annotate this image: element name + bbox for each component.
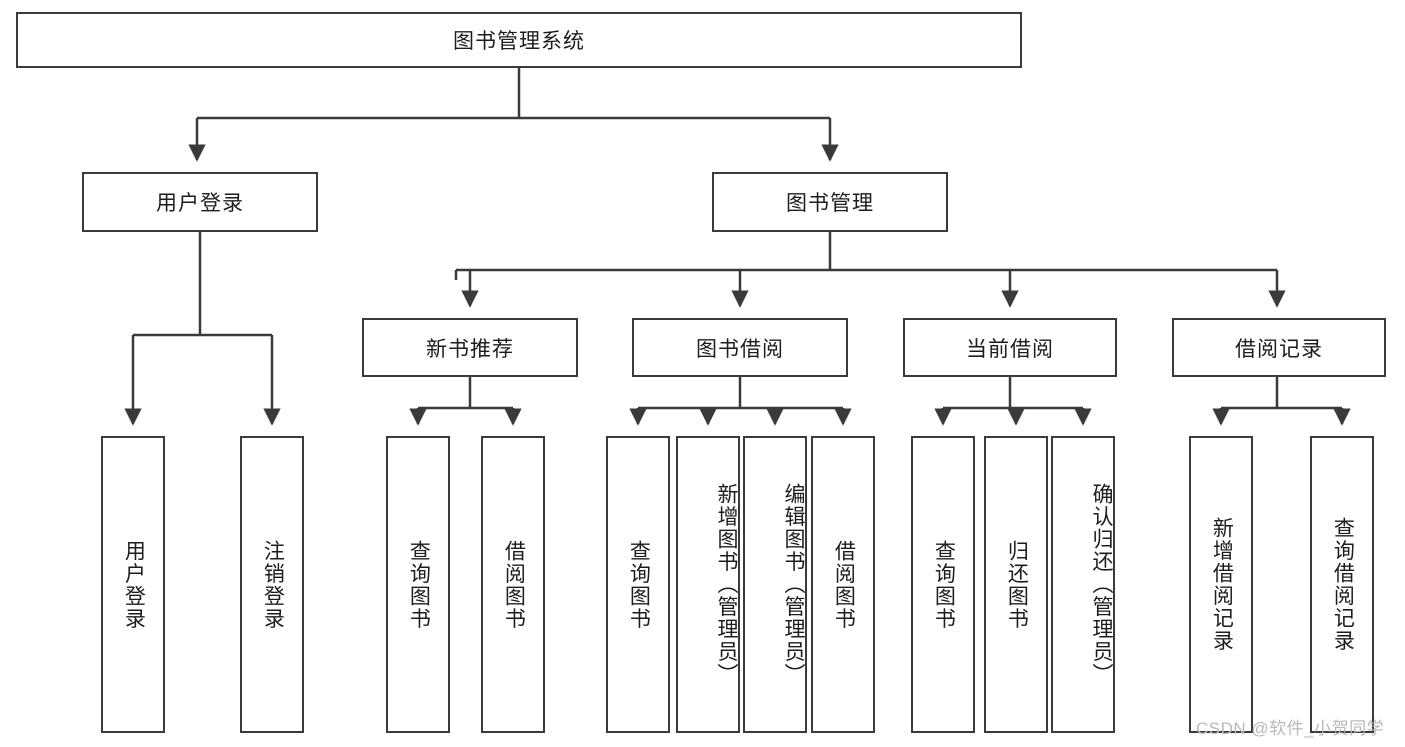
node-level3-当前借阅[interactable]: 当前借阅 xyxy=(903,318,1117,377)
node-leaf-新增图书管理员[interactable]: 新增图书（管理员） xyxy=(676,436,740,733)
node-leaf-借阅图书[interactable]: 借阅图书 xyxy=(811,436,875,733)
node-leaf-查询图书[interactable]: 查询图书 xyxy=(911,436,975,733)
node-root-system[interactable]: 图书管理系统 xyxy=(16,12,1022,68)
node-leaf-归还图书[interactable]: 归还图书 xyxy=(984,436,1048,733)
node-leaf-查询图书[interactable]: 查询图书 xyxy=(606,436,670,733)
node-level3-借阅记录[interactable]: 借阅记录 xyxy=(1172,318,1386,377)
node-level3-新书推荐[interactable]: 新书推荐 xyxy=(362,318,578,377)
node-leaf-编辑图书管理员[interactable]: 编辑图书（管理员） xyxy=(743,436,807,733)
watermark-text: CSDN @软件_小贺同学 xyxy=(1196,719,1385,738)
node-leaf-注销登录[interactable]: 注销登录 xyxy=(240,436,304,733)
node-level2-用户登录[interactable]: 用户登录 xyxy=(82,172,318,232)
node-leaf-查询借阅记录[interactable]: 查询借阅记录 xyxy=(1310,436,1374,733)
node-level2-图书管理[interactable]: 图书管理 xyxy=(712,172,948,232)
node-leaf-借阅图书[interactable]: 借阅图书 xyxy=(481,436,545,733)
node-leaf-查询图书[interactable]: 查询图书 xyxy=(386,436,450,733)
node-leaf-确认归还管理员[interactable]: 确认归还（管理员） xyxy=(1051,436,1115,733)
node-level3-图书借阅[interactable]: 图书借阅 xyxy=(632,318,848,377)
node-leaf-用户登录[interactable]: 用户登录 xyxy=(101,436,165,733)
node-leaf-新增借阅记录[interactable]: 新增借阅记录 xyxy=(1189,436,1253,733)
